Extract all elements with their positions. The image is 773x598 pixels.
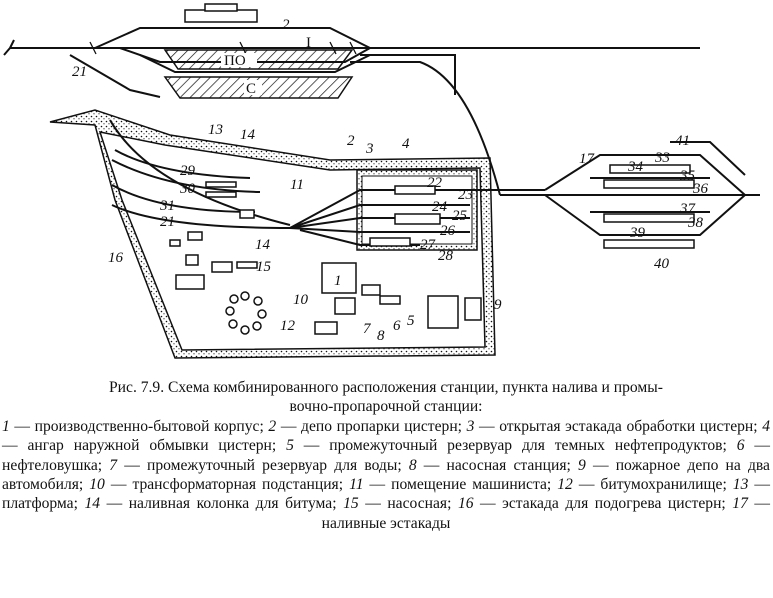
label-7: 7 — [363, 321, 372, 337]
legend-num-16: 16 — [457, 495, 474, 513]
hatched-platform-po — [163, 49, 354, 70]
legend-num-10: 10 — [89, 476, 105, 494]
label-35: 35 — [679, 168, 696, 184]
label-6: 6 — [393, 318, 401, 334]
label-13: 13 — [208, 122, 223, 138]
label-22: 22 — [427, 175, 443, 191]
label-9: 9 — [494, 297, 502, 313]
label-26: 26 — [440, 223, 456, 239]
label-37: 37 — [679, 201, 697, 217]
caption-title-line1: Рис. 7.9. Схема комбинированного располо… — [109, 379, 663, 396]
legend-text-12: — битумохранилище; — [572, 476, 733, 494]
label-8: 8 — [377, 328, 385, 344]
depot-building-2 — [184, 3, 258, 23]
legend-text-15: — насосная; — [358, 495, 458, 513]
legend-num-5: 5 — [286, 437, 294, 455]
figure-caption: Рис. 7.9. Схема комбинированного располо… — [2, 378, 770, 533]
label-14-top: 14 — [240, 127, 256, 143]
label-4: 4 — [402, 136, 410, 152]
legend-num-4: 4 — [762, 417, 770, 435]
label-40: 40 — [654, 256, 670, 272]
legend-num-14: 14 — [84, 495, 101, 513]
hatched-platform-c — [163, 76, 354, 99]
legend-text-1: — производственно-бытовой корпус; — [9, 417, 269, 435]
legend-num-9: 9 — [578, 456, 586, 474]
industrial-buildings — [169, 164, 695, 335]
label-1: 1 — [334, 273, 342, 289]
legend-text-7: — промежуточный резервуар для воды; — [117, 456, 409, 474]
label-16: 16 — [108, 250, 124, 266]
legend-num-8: 8 — [408, 456, 417, 474]
legend-num-12: 12 — [557, 476, 573, 494]
label-28: 28 — [438, 248, 454, 264]
legend-text-14: — наливная колонка для битума; — [100, 495, 344, 513]
label-27: 27 — [420, 237, 437, 253]
label-c: С — [246, 81, 256, 97]
label-34: 34 — [627, 159, 644, 175]
legend-text-5: — промежуточный резервуар для темных неф… — [293, 437, 737, 455]
label-29: 29 — [180, 163, 196, 179]
legend-text-13: — платформа; — [2, 476, 770, 513]
label-24: 24 — [432, 199, 448, 215]
label-30: 30 — [179, 181, 196, 197]
legend-text-9: — пожарное депо на два автомобиля; — [2, 456, 770, 494]
label-15: 15 — [256, 259, 272, 275]
label-39: 39 — [629, 225, 646, 241]
legend-num-13: 13 — [732, 476, 749, 494]
label-23: 23 — [458, 187, 473, 203]
legend-text-8: — насосная станция; — [416, 456, 578, 474]
label-36: 36 — [692, 181, 709, 197]
legend-text-16: — эстакада для подогрева цистерн; — [473, 495, 733, 513]
caption-title-line2: вочно-пропарочной станции: — [289, 398, 483, 416]
legend-num-17: 17 — [732, 495, 748, 513]
legend-text-3: — открытая эстакада обработки цистерн; — [474, 417, 763, 435]
label-21-mid: 21 — [160, 214, 175, 230]
label-14-mid: 14 — [255, 237, 271, 253]
label-41: 41 — [675, 133, 690, 149]
legend-num-2: 2 — [268, 417, 277, 435]
legend-num-7: 7 — [109, 456, 118, 474]
label-3: 3 — [365, 141, 374, 157]
label-33: 33 — [654, 150, 670, 166]
label-10: 10 — [293, 292, 309, 308]
label-11: 11 — [290, 177, 304, 193]
legend-text-11: — помещение машиниста; — [363, 476, 558, 494]
legend-text-2: — депо пропарки цистерн; — [276, 417, 467, 435]
station-scheme-diagram: 2 I ПО С 21 — [3, 3, 760, 359]
legend-num-11: 11 — [349, 476, 364, 494]
legend-text-10: — трансформаторная подстанция; — [104, 476, 350, 494]
caption-legend: 1 — производственно-бытовой корпус; 2 — … — [2, 417, 770, 533]
label-17: 17 — [579, 151, 596, 167]
reservoir-group — [225, 291, 267, 335]
legend-num-6: 6 — [736, 437, 745, 455]
legend-num-3: 3 — [466, 417, 475, 435]
label-track-I: I — [306, 35, 311, 51]
label-38: 38 — [687, 215, 704, 231]
legend-text-6: — нефтеловушка; — [2, 437, 770, 474]
label-2-mid: 2 — [347, 133, 355, 149]
legend-text-17: — наливные эстакады — [321, 495, 770, 532]
label-2-top: 2 — [282, 17, 290, 33]
industrial-tracks — [109, 119, 760, 246]
legend-num-1: 1 — [2, 417, 10, 435]
label-25: 25 — [452, 208, 468, 224]
label-31: 31 — [159, 198, 175, 214]
label-21-top: 21 — [72, 64, 87, 80]
label-12: 12 — [280, 318, 296, 334]
legend-text-4: — ангар наружной обмывки цистерн; — [2, 437, 287, 455]
label-5: 5 — [407, 313, 415, 329]
legend-num-15: 15 — [343, 495, 359, 513]
caption-title: Рис. 7.9. Схема комбинированного располо… — [2, 378, 770, 417]
label-po: ПО — [224, 53, 246, 69]
